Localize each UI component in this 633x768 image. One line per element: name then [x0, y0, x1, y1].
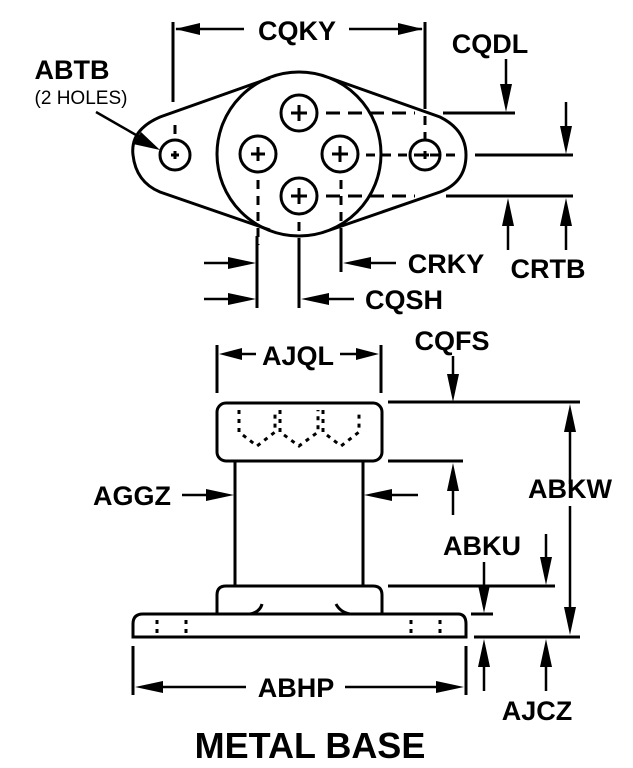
cap-pin-hidden-3 — [321, 410, 361, 448]
label-ajql: AJQL — [262, 341, 334, 371]
cap-pin-hidden-2 — [278, 410, 320, 448]
label-crtb: CRTB — [511, 254, 586, 284]
label-crky: CRKY — [408, 249, 485, 279]
label-abtb: ABTB — [35, 55, 110, 85]
side-view: AJQL CQFS AGGZ ABKW ABKU — [93, 326, 613, 726]
drawing-title: METAL BASE — [195, 725, 426, 766]
label-abhp: ABHP — [258, 673, 335, 703]
label-cqdl: CQDL — [452, 29, 529, 59]
flange-outline — [131, 76, 271, 232]
flange-outline-right — [329, 76, 468, 232]
mounting-hole-left — [158, 138, 192, 172]
base-step — [215, 584, 384, 614]
pin-hole-bottom — [279, 176, 319, 216]
label-aggz: AGGZ — [93, 481, 171, 511]
label-ajcz: AJCZ — [502, 696, 573, 726]
pin-hole-top — [279, 93, 319, 133]
label-cqfs: CQFS — [414, 326, 489, 356]
flange — [131, 612, 468, 639]
label-cqsh: CQSH — [365, 285, 443, 315]
pin-hole-right — [320, 134, 360, 174]
label-abkw: ABKW — [528, 474, 612, 504]
body-circle — [215, 70, 383, 238]
label-cqky: CQKY — [258, 16, 336, 46]
label-abku: ABKU — [443, 531, 521, 561]
cap-pin-hidden-1 — [237, 410, 277, 448]
top-view: CQKY ABTB (2 HOLES) CQDL CRTB CRKY — [35, 16, 586, 315]
label-abtb-note: (2 HOLES) — [35, 88, 128, 109]
cap — [215, 401, 384, 463]
pin-hole-left — [238, 134, 278, 174]
